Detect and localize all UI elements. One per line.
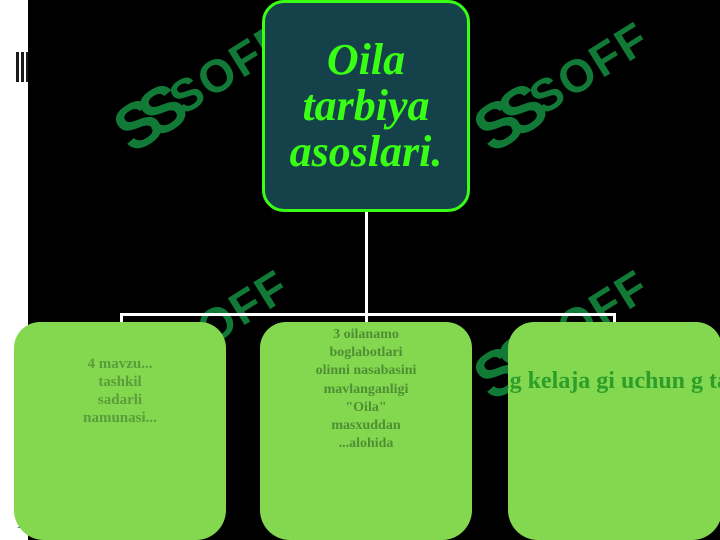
title-fragment-glyph: [16, 52, 30, 82]
root-node-title: Oila tarbiya asoslari.: [289, 34, 443, 177]
child-node-left-text: 4 mavzu... tashkil sadarli namunasi...: [83, 356, 157, 426]
connector-left-drop: [120, 313, 123, 325]
connector-right-drop: [613, 313, 616, 325]
connector-root-down: [365, 212, 368, 314]
child-node-left: 4 mavzu... tashkil sadarli namunasi...: [14, 322, 226, 540]
child-node-right: Oilaning kelaja gi uchun g taqibiy...: [508, 322, 720, 540]
child-node-center: 3 oilanamo boglabotlari olinni nasabasin…: [260, 322, 472, 540]
connector-mid-drop: [365, 313, 368, 325]
child-node-center-text: 3 oilanamo boglabotlari olinni nasabasin…: [315, 327, 417, 452]
child-node-right-text: Oilaning kelaja gi uchun g taqibiy...: [508, 368, 720, 394]
root-node: Oila tarbiya asoslari.: [262, 0, 470, 212]
